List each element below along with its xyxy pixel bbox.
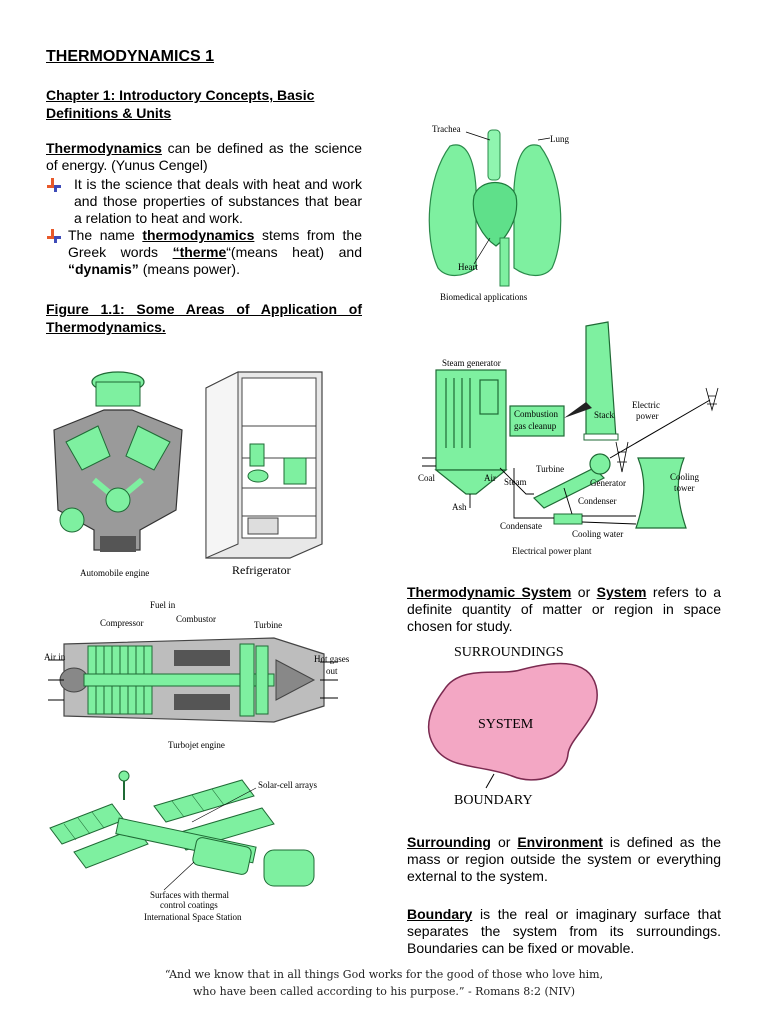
label-electric: Electric — [632, 400, 660, 410]
turbojet-illustration: Fuel in Compressor Combustor Turbine Air… — [44, 600, 350, 750]
system-term: Thermodynamic System — [407, 584, 572, 600]
label-condenser: Condenser — [578, 496, 617, 506]
system-definition: Thermodynamic System or System refers to… — [407, 584, 721, 635]
bullet-text: “(means heat) and — [226, 244, 362, 260]
power-plant-illustration: Steam generator Combustion gas cleanup S… — [418, 321, 719, 556]
label-system: SYSTEM — [478, 717, 534, 732]
boundary-term: Boundary — [407, 906, 473, 922]
label-ash: Ash — [452, 502, 467, 512]
surrounding-definition: Surrounding or Environment is defined as… — [407, 834, 721, 885]
label-fuel-in: Fuel in — [150, 600, 176, 610]
caption-refrigerator: Refrigerator — [232, 563, 291, 577]
bullet-term: thermodynamics — [142, 227, 255, 243]
system-term-short: System — [596, 584, 647, 600]
caption-power-plant: Electrical power plant — [512, 546, 592, 556]
label-gas-cleanup: gas cleanup — [514, 421, 557, 431]
label-coal: Coal — [418, 473, 435, 483]
bullet-item: It is the science that deals with heat a… — [46, 176, 362, 227]
label-turbine: Turbine — [254, 620, 282, 630]
bullet-text: (means power). — [138, 261, 240, 277]
caption-turbojet: Turbojet engine — [168, 740, 225, 750]
label-generator: Generator — [590, 478, 626, 488]
label-steam-generator: Steam generator — [442, 358, 501, 368]
footer-quote: “And we know that in all things God work… — [0, 966, 768, 1000]
bullet-arrow-icon — [47, 178, 61, 192]
biomedical-illustration: Trachea Lung Heart Biomedical applicatio… — [428, 124, 569, 302]
engine-illustration: Automobile engine — [53, 371, 183, 578]
document-title: THERMODYNAMICS 1 — [46, 48, 215, 65]
bullet-arrow-icon — [47, 229, 61, 243]
caption-biomedical: Biomedical applications — [440, 292, 528, 302]
greek-word-therme: “therme — [172, 244, 227, 260]
label-cooling-water: Cooling water — [572, 529, 623, 539]
system-definition-text: refers to a definite quantity of matter … — [407, 584, 721, 634]
label-combustor: Combustor — [176, 614, 216, 624]
boundary-definition-text: is the real or imaginary surface that se… — [407, 906, 721, 956]
bullet-item: The name thermodynamics stems from the G… — [46, 227, 362, 278]
boundary-definition: Boundary is the real or imaginary surfac… — [407, 906, 721, 957]
greek-word-dynamis: “dynamis” — [68, 261, 139, 277]
label-heart: Heart — [458, 262, 478, 272]
label-lung: Lung — [550, 134, 569, 144]
surrounding-term: Surrounding — [407, 834, 491, 850]
label-air-in: Air in — [44, 652, 66, 662]
label-surroundings: SURROUNDINGS — [454, 645, 564, 660]
label-combustion: Combustion — [514, 409, 559, 419]
label-boundary: BOUNDARY — [454, 793, 533, 808]
refrigerator-illustration: Refrigerator — [205, 371, 323, 577]
label-stack: Stack — [594, 410, 614, 420]
label-cooling: Cooling — [670, 472, 700, 482]
surrounding-definition-text: is defined as the mass or region outside… — [407, 834, 721, 884]
label-turbine: Turbine — [536, 464, 564, 474]
definition-paragraph: Thermodynamics can be defined as the sci… — [46, 140, 362, 174]
quote-line-2: who have been called according to his pu… — [192, 985, 575, 998]
label-power: power — [636, 411, 659, 421]
label-out: out — [326, 666, 338, 676]
caption-engine: Automobile engine — [80, 568, 149, 578]
figure-caption: Figure 1.1: Some Areas of Application of… — [46, 301, 362, 335]
label-trachea: Trachea — [432, 124, 461, 134]
label-steam: Steam — [504, 477, 527, 487]
label-tower: tower — [674, 483, 695, 493]
connector-text: or — [571, 584, 597, 600]
bullet-text: The name — [68, 227, 143, 243]
label-surfaces: Surfaces with thermal — [150, 890, 229, 900]
label-coatings: control coatings — [160, 900, 218, 910]
definition-term: Thermodynamics — [46, 140, 162, 156]
label-hot-gases: Hot gases — [314, 654, 350, 664]
bullet-list: It is the science that deals with heat a… — [46, 176, 362, 278]
connector-text: or — [491, 834, 518, 850]
chapter-heading: Chapter 1: Introductory Concepts, Basic … — [46, 87, 315, 121]
quote-line-1: “And we know that in all things God work… — [164, 968, 604, 981]
label-compressor: Compressor — [100, 618, 144, 628]
bullet-text: It is the science that deals with heat a… — [74, 176, 362, 226]
space-station-illustration: Solar-cell arrays Surfaces with thermal … — [49, 770, 318, 922]
label-condensate: Condensate — [500, 521, 542, 531]
label-air: Air — [484, 473, 496, 483]
bullet-text: stems from the Greek words — [68, 227, 362, 260]
system-diagram: SURROUNDINGS SYSTEM BOUNDARY — [427, 645, 598, 808]
label-solar-arrays: Solar-cell arrays — [258, 780, 318, 790]
environment-term: Environment — [517, 834, 603, 850]
caption-space-station: International Space Station — [144, 912, 242, 922]
definition-text: can be defined as the science of energy.… — [46, 140, 362, 173]
